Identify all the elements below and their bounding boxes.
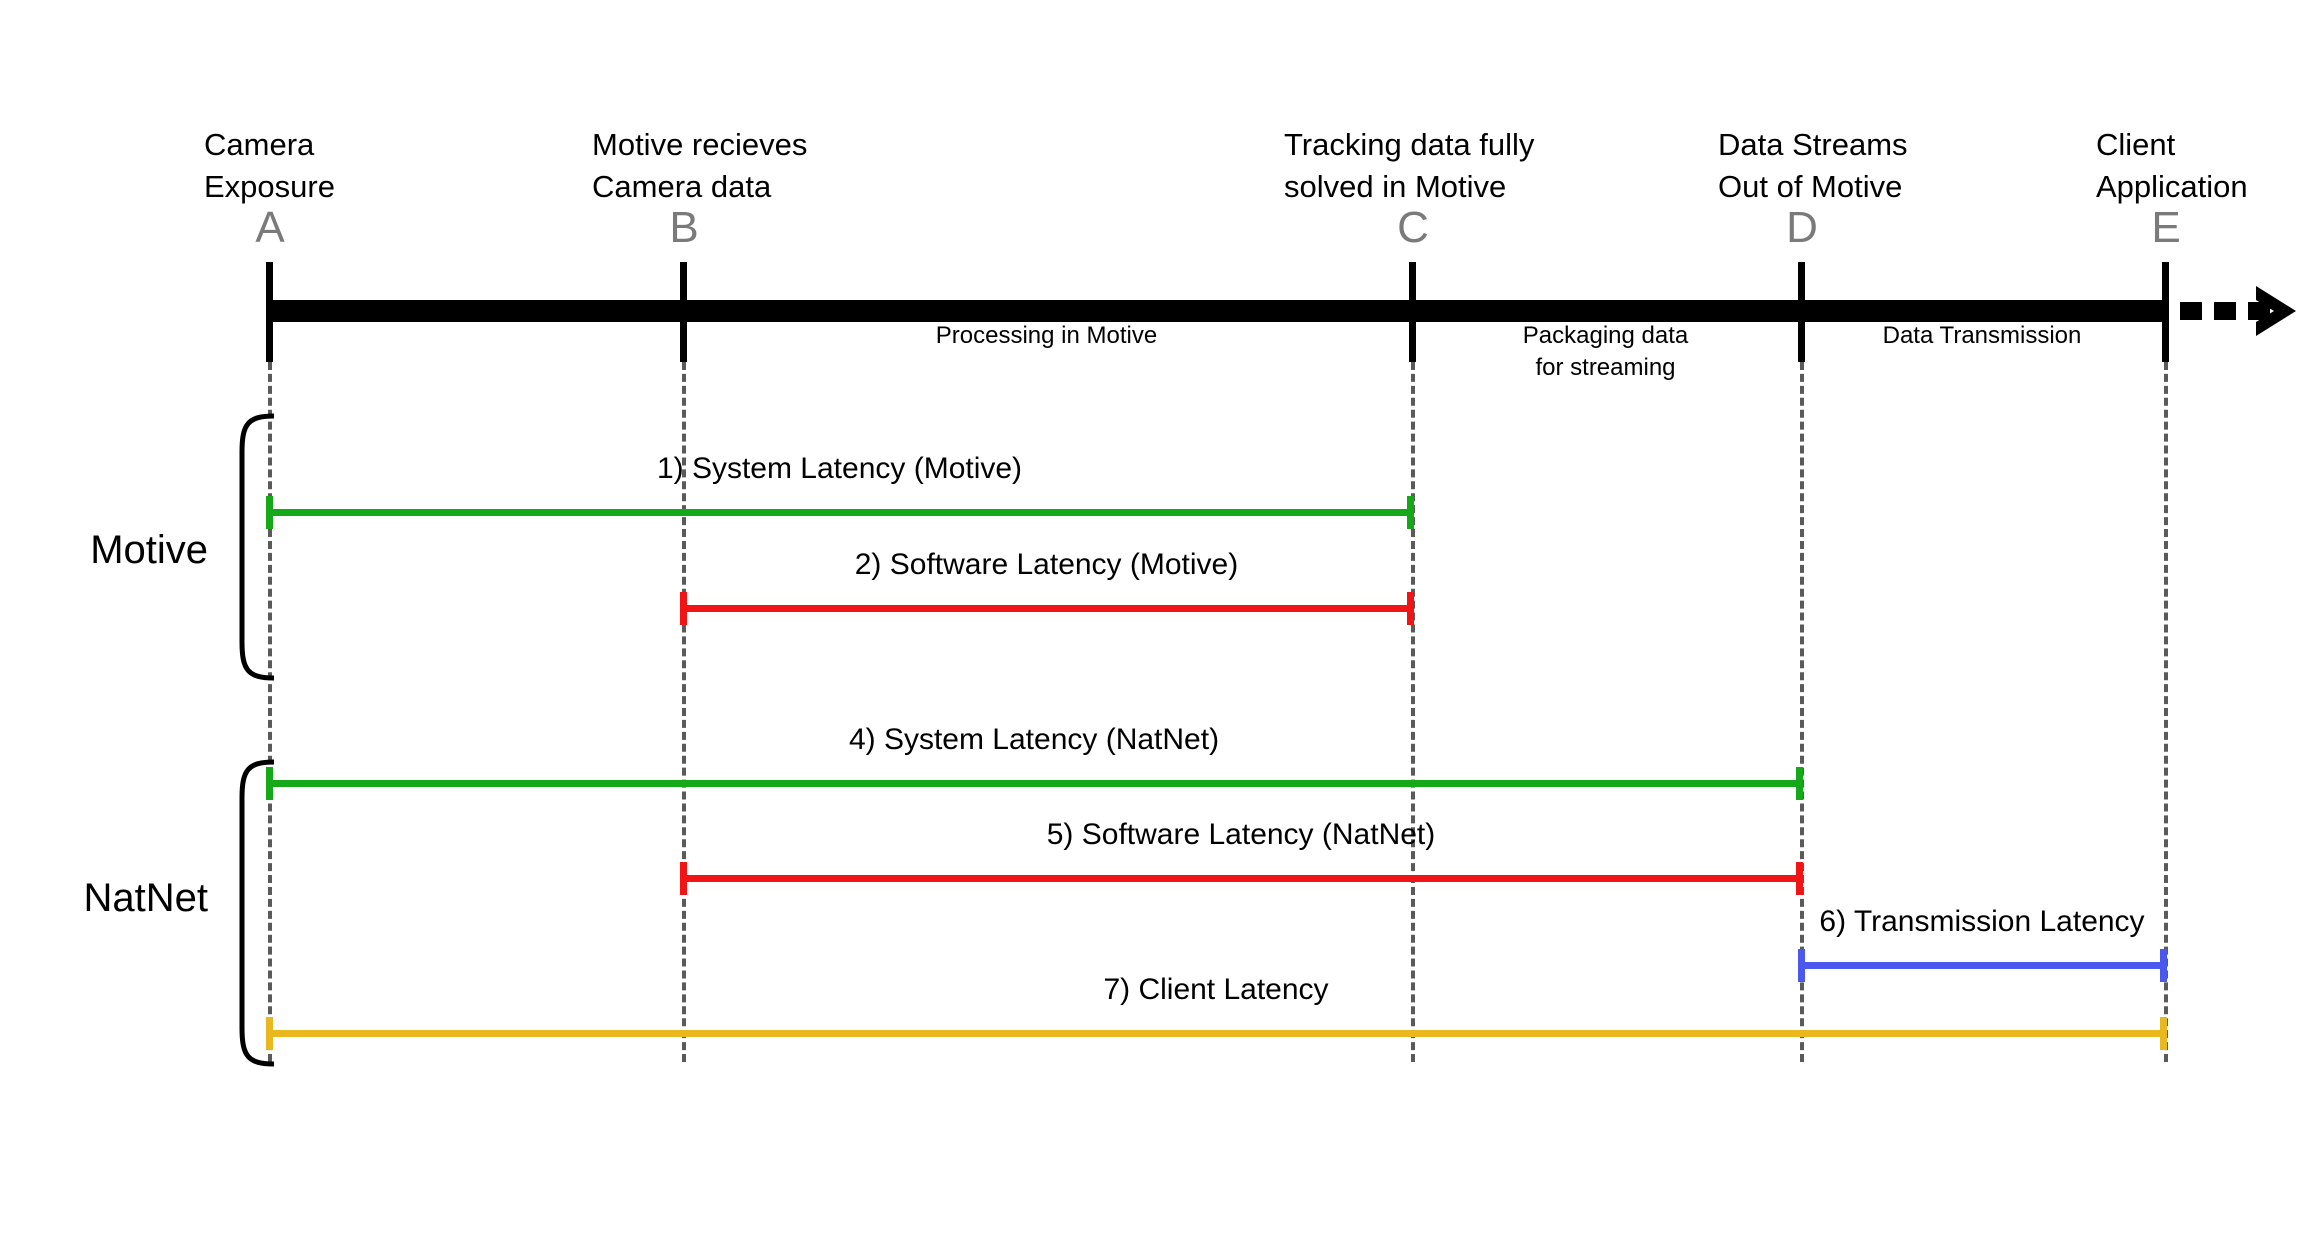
guide-line-E (2164, 362, 2168, 1062)
event-heading-E: Client Application (2096, 127, 2248, 204)
guide-line-C (1411, 362, 1415, 1062)
latency-label-2: 2) Software Latency (Motive) (854, 548, 1239, 581)
latency-label-4: 4) System Latency (NatNet) (848, 723, 1220, 756)
latency-label-6: 6) Transmission Latency (1819, 905, 2145, 938)
guide-line-A (268, 362, 272, 1062)
latency-bar-7 (268, 1030, 2164, 1037)
latency-bar-4 (268, 780, 1800, 787)
latency-cap-6-end (2160, 949, 2167, 982)
brace-natnet (222, 758, 278, 1068)
latency-cap-4-start (266, 767, 273, 800)
latency-cap-5-end (1796, 862, 1803, 895)
timeline-axis-bar (268, 300, 2169, 322)
latency-cap-6-start (1798, 949, 1805, 982)
timeline-continuation-dashes (2180, 300, 2300, 322)
phase-label-packaging: Packaging data for streaming (1522, 322, 1689, 381)
timeline-arrow-icon (2252, 282, 2304, 340)
latency-cap-1-end (1407, 496, 1414, 529)
phase-label-processing: Processing in Motive (935, 322, 1158, 349)
event-letter-B: B (669, 203, 699, 252)
latency-cap-7-start (266, 1017, 273, 1050)
latency-bar-1 (268, 509, 1411, 516)
event-heading-C: Tracking data fully solved in Motive (1284, 127, 1535, 204)
guide-line-D (1800, 362, 1804, 1062)
event-heading-A: Camera Exposure (204, 127, 335, 204)
axis-tick-D (1798, 262, 1805, 362)
latency-cap-2-start (680, 592, 687, 625)
latency-cap-7-end (2160, 1017, 2167, 1050)
latency-bar-6 (1800, 962, 2164, 969)
event-letter-A: A (255, 203, 285, 252)
event-letter-C: C (1397, 203, 1429, 252)
axis-tick-A (266, 262, 273, 362)
event-heading-B: Motive recieves Camera data (592, 127, 808, 204)
guide-line-B (682, 362, 686, 1062)
event-letter-E: E (2151, 203, 2181, 252)
event-heading-D: Data Streams Out of Motive (1718, 127, 1908, 204)
group-label-natnet: NatNet (83, 876, 209, 920)
group-label-motive: Motive (90, 528, 208, 572)
latency-cap-4-end (1796, 767, 1803, 800)
latency-cap-1-start (266, 496, 273, 529)
latency-label-7: 7) Client Latency (1103, 973, 1329, 1006)
latency-bar-5 (682, 875, 1800, 882)
axis-tick-C (1409, 262, 1416, 362)
axis-tick-E (2162, 262, 2169, 362)
brace-motive (222, 412, 278, 682)
phase-label-transmission: Data Transmission (1882, 322, 2082, 349)
latency-label-5: 5) Software Latency (NatNet) (1046, 818, 1436, 851)
event-letter-D: D (1786, 203, 1818, 252)
latency-bar-2 (682, 605, 1411, 612)
latency-cap-2-end (1407, 592, 1414, 625)
axis-tick-B (680, 262, 687, 362)
latency-cap-5-start (680, 862, 687, 895)
latency-label-1: 1) System Latency (Motive) (656, 452, 1023, 485)
